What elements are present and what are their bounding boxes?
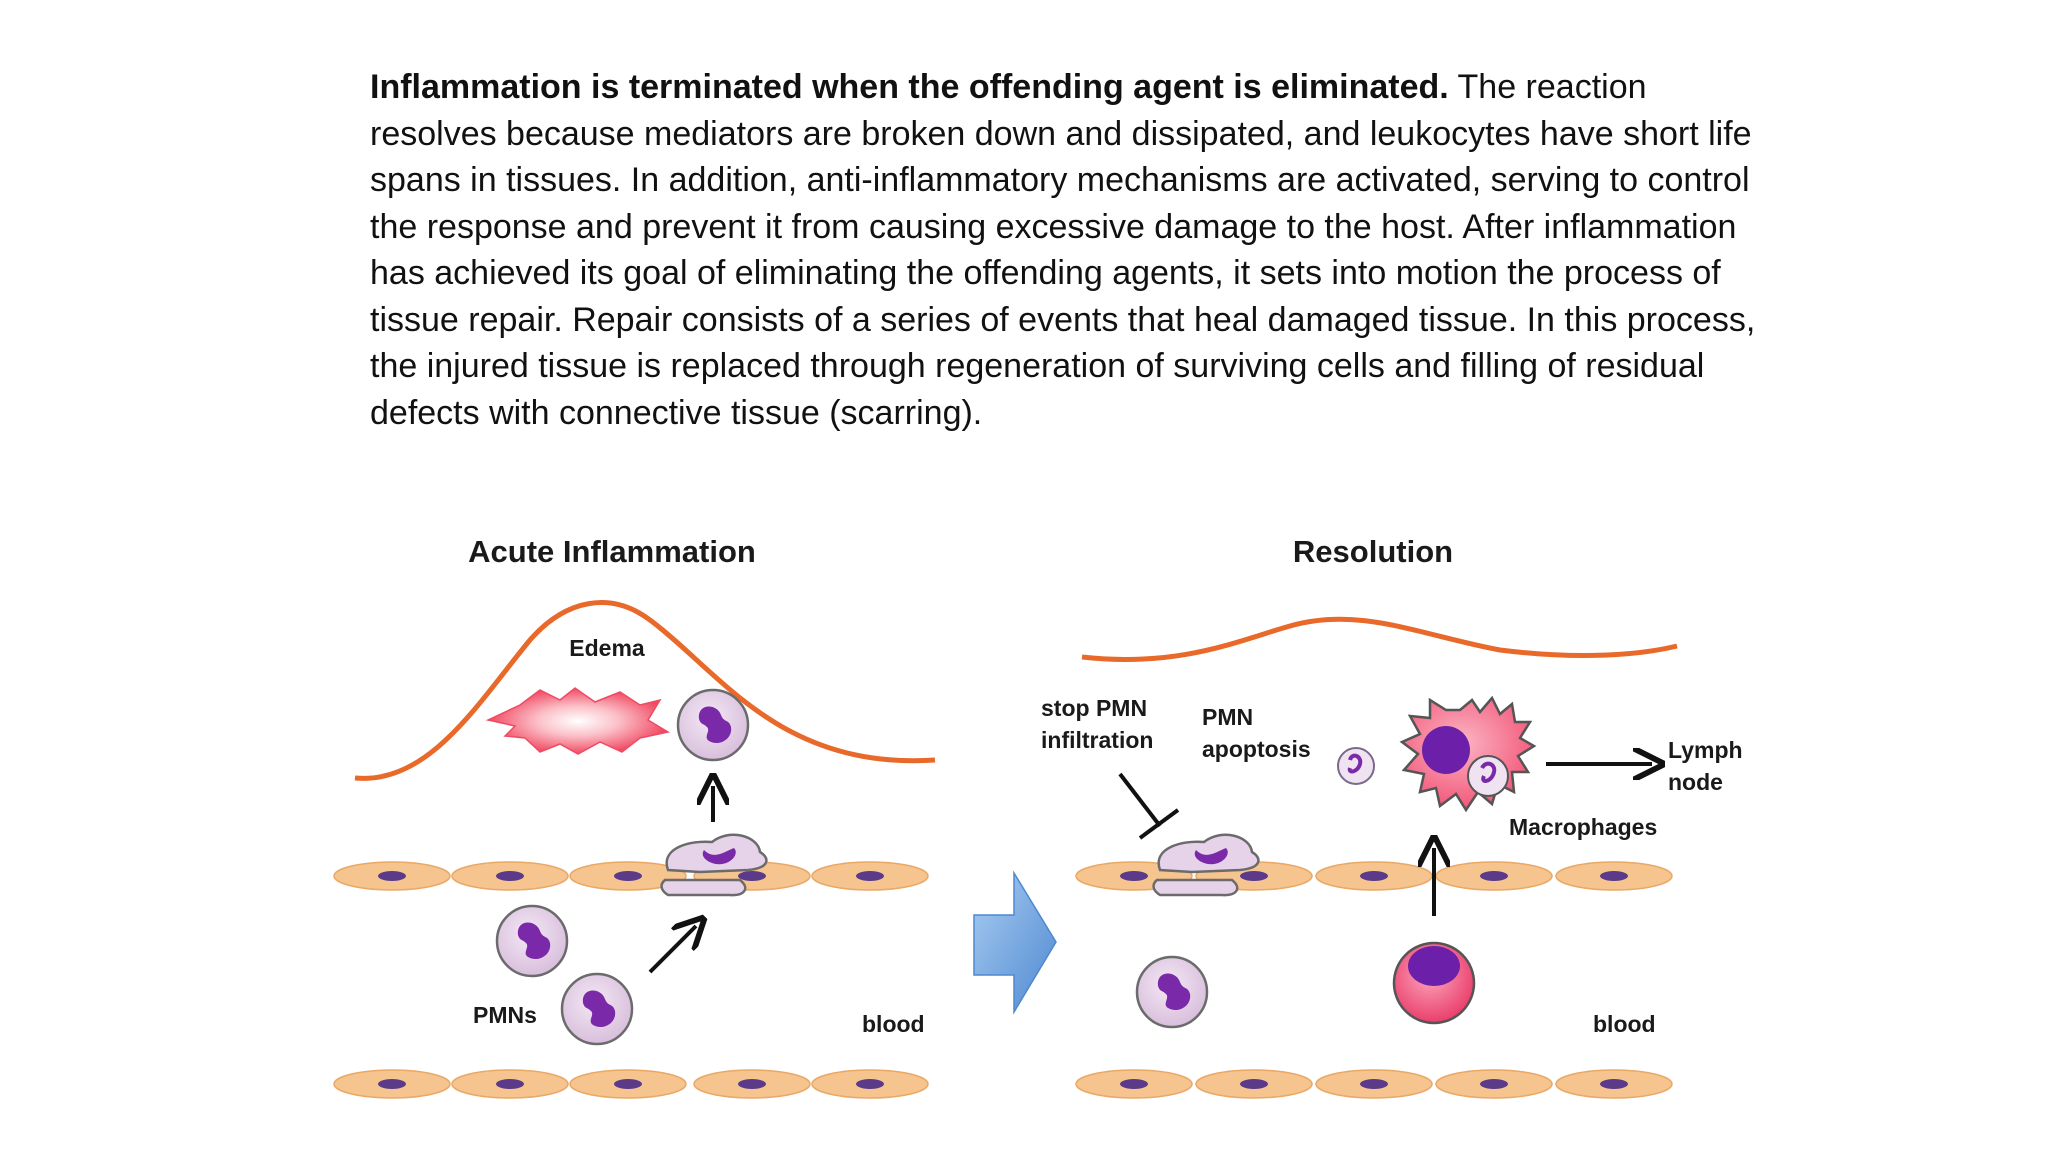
macrophage-cell <box>1399 695 1537 813</box>
macrophages-label: Macrophages <box>1509 814 1657 840</box>
vessel-wall-top-left <box>333 861 929 891</box>
blood-label-left: blood <box>862 1011 925 1037</box>
stop-pmn-label-line2: infiltration <box>1041 727 1153 753</box>
edema-label: Edema <box>569 635 645 661</box>
vessel-wall-bottom-right <box>1075 1069 1673 1099</box>
monocyte-cell <box>1392 941 1476 1025</box>
pmn-cell-blood-2 <box>560 972 634 1046</box>
lymph-node-label-line1: Lymph <box>1668 737 1743 763</box>
pmn-apoptosis-label-line2: apoptosis <box>1202 736 1311 762</box>
paragraph-bold-lead: Inflammation is terminated when the offe… <box>370 68 1449 106</box>
inhibition-symbol <box>1118 772 1180 840</box>
edema-curve <box>354 600 936 781</box>
blood-label-right: blood <box>1593 1011 1656 1037</box>
vessel-wall-bottom-left <box>333 1069 929 1099</box>
left-panel-title: Acute Inflammation <box>468 534 756 569</box>
pmn-cell-blood-right <box>1135 955 1209 1029</box>
pmn-cell-blood-1 <box>495 904 569 978</box>
transition-arrow <box>973 870 1057 1015</box>
pmn-in-wall-right <box>1152 833 1260 897</box>
resolution-curve <box>1081 616 1678 662</box>
right-panel-title: Resolution <box>1293 534 1453 569</box>
paragraph-body: The reaction resolves because mediators … <box>370 68 1756 432</box>
description-paragraph: Inflammation is terminated when the offe… <box>370 64 1760 436</box>
pmns-label: PMNs <box>473 1002 537 1028</box>
lymph-node-label-line2: node <box>1668 769 1723 795</box>
tissue-damage-burst <box>485 687 671 755</box>
pmn-transmigrating-left <box>660 833 768 897</box>
apoptotic-pmn <box>1337 747 1375 785</box>
diagonal-arrow-left <box>648 926 696 974</box>
stop-pmn-label-line1: stop PMN <box>1041 695 1147 721</box>
pmn-apoptosis-label-line1: PMN <box>1202 704 1253 730</box>
pmn-cell-in-tissue <box>676 688 750 762</box>
